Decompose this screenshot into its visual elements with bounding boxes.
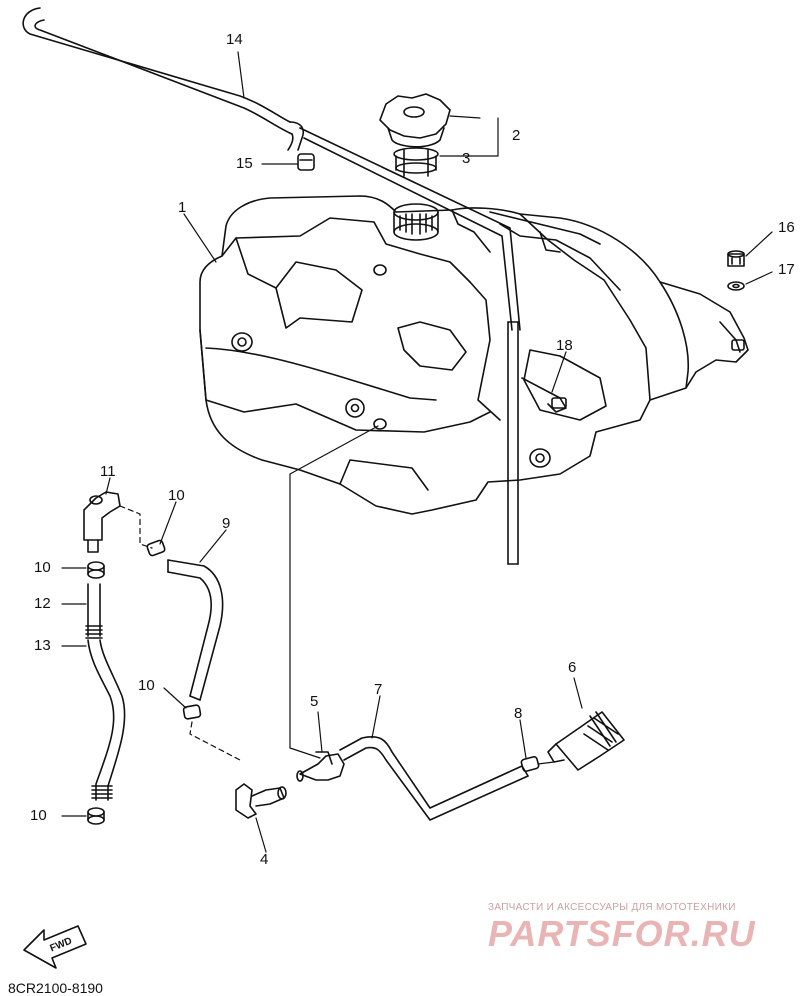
clip-8 (520, 756, 540, 772)
label-part-10-left: 10 (34, 559, 51, 576)
label-part-6: 6 (568, 659, 577, 676)
label-part-2: 2 (512, 127, 521, 144)
label-part-11: 11 (100, 463, 116, 480)
label-part-10-top: 10 (168, 487, 185, 504)
label-part-13: 13 (34, 637, 51, 654)
clip-10-a (87, 561, 105, 579)
leader-line-8 (537, 761, 555, 765)
label-part-15: 15 (236, 155, 253, 172)
breather-hose-14 (22, 7, 521, 331)
elbow-fitting-11 (83, 491, 121, 553)
forward-arrow-icon: FWD (23, 925, 87, 969)
overflow-hose (507, 321, 519, 565)
label-part-18: 18 (556, 337, 573, 354)
clip-10-d (87, 807, 105, 825)
label-part-14: 14 (226, 31, 243, 48)
watermark: ЗАПЧАСТИ И АКСЕССУАРЫ ДЛЯ МОТОТЕХНИКИ PA… (488, 902, 788, 955)
label-part-10-mid: 10 (138, 677, 155, 694)
label-part-17: 17 (778, 261, 795, 278)
leader-line-tank-to-cock (289, 425, 379, 759)
fuel-filter-6 (547, 711, 625, 771)
watermark-brand: PARTSFOR.RU (488, 913, 756, 954)
hose-9 (167, 559, 224, 701)
fuel-tank-1 (199, 195, 690, 515)
bolt-16 (727, 250, 745, 267)
fuel-cock-5 (296, 751, 345, 782)
watermark-tagline: ЗАПЧАСТИ И АКСЕССУАРЫ ДЛЯ МОТОТЕХНИКИ (488, 902, 736, 913)
cap-neck-3 (393, 147, 439, 177)
drain-fitting-18 (521, 377, 567, 413)
clip-10-b (146, 539, 166, 557)
diagram-code: 8CR2100-8190 (8, 980, 103, 996)
label-part-10-bottom: 10 (30, 807, 47, 824)
washer-17 (727, 281, 745, 291)
label-part-12: 12 (34, 595, 51, 612)
label-part-5: 5 (310, 693, 319, 710)
label-part-1: 1 (178, 199, 187, 216)
filler-neck (393, 203, 439, 241)
clip-10-c (182, 704, 202, 720)
fuel-hose-7 (339, 736, 529, 821)
leader-line-10-to-4 (189, 721, 241, 761)
label-part-4: 4 (260, 851, 269, 868)
label-part-9: 9 (222, 515, 231, 532)
label-part-3: 3 (462, 150, 471, 167)
hose-12-13 (85, 583, 126, 801)
fuel-cap-2 (379, 93, 451, 148)
label-part-16: 16 (778, 219, 795, 236)
fitting-4 (235, 783, 287, 819)
label-part-8: 8 (514, 705, 523, 722)
clip-15 (297, 153, 315, 171)
label-part-7: 7 (374, 681, 383, 698)
leader-line-11-to-10 (119, 505, 153, 549)
label-leaders (61, 51, 773, 853)
tank-mount-bracket (489, 211, 749, 389)
